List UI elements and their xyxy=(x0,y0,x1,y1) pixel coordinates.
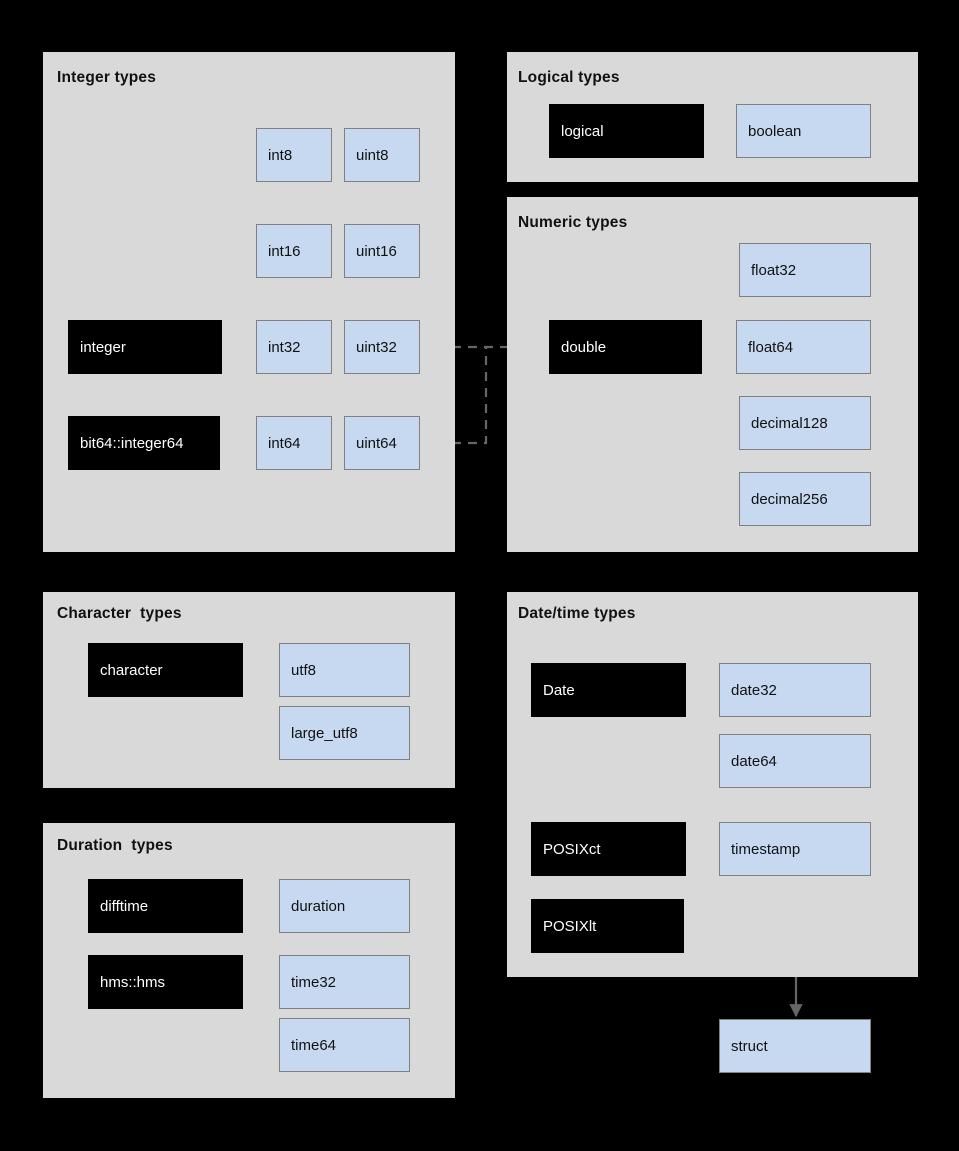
node-label: uint32 xyxy=(356,338,397,356)
node-timestamp[interactable]: timestamp xyxy=(719,822,871,876)
panel-logical-title: Logical types xyxy=(518,69,620,86)
node-label: int32 xyxy=(268,338,301,356)
node-int8[interactable]: int8 xyxy=(256,128,332,182)
node-label: int64 xyxy=(268,434,301,452)
node-label: uint64 xyxy=(356,434,397,452)
node-label: uint8 xyxy=(356,146,389,164)
node-label: timestamp xyxy=(731,840,801,858)
node-label: hms::hms xyxy=(100,973,166,991)
node-boolean[interactable]: boolean xyxy=(736,104,871,158)
node-label: date64 xyxy=(731,752,777,770)
node-label: Date xyxy=(543,681,575,699)
node-label: int8 xyxy=(268,146,293,164)
node-label: POSIXlt xyxy=(543,917,597,935)
node-uint8[interactable]: uint8 xyxy=(344,128,420,182)
node-label: decimal128 xyxy=(751,414,828,432)
node-label: character xyxy=(100,661,163,679)
node-label: difftime xyxy=(100,897,149,915)
node-label: date32 xyxy=(731,681,777,699)
node-label: double xyxy=(561,338,607,356)
node-label: int16 xyxy=(268,242,301,260)
node-label: bit64::integer64 xyxy=(80,434,184,452)
node-integer[interactable]: integer xyxy=(68,320,222,374)
node-decimal128[interactable]: decimal128 xyxy=(739,396,871,450)
node-int64[interactable]: int64 xyxy=(256,416,332,470)
panel-integer-title: Integer types xyxy=(57,69,157,86)
node-posixct[interactable]: POSIXct xyxy=(531,822,686,876)
node-label: time32 xyxy=(291,973,337,991)
node-label: duration xyxy=(291,897,346,915)
node-label: uint16 xyxy=(356,242,397,260)
node-struct[interactable]: struct xyxy=(719,1019,871,1073)
node-label: large_utf8 xyxy=(291,724,358,742)
node-label: boolean xyxy=(748,122,802,140)
node-time32[interactable]: time32 xyxy=(279,955,410,1009)
node-uint64[interactable]: uint64 xyxy=(344,416,420,470)
node-character[interactable]: character xyxy=(88,643,243,697)
panel-numeric-title: Numeric types xyxy=(518,214,628,231)
panel-integer-types xyxy=(43,52,455,552)
node-float32[interactable]: float32 xyxy=(739,243,871,297)
node-int16[interactable]: int16 xyxy=(256,224,332,278)
node-label: utf8 xyxy=(291,661,317,679)
node-label: decimal256 xyxy=(751,490,828,508)
node-label: integer xyxy=(80,338,126,356)
node-uint32[interactable]: uint32 xyxy=(344,320,420,374)
node-uint16[interactable]: uint16 xyxy=(344,224,420,278)
node-label: float64 xyxy=(748,338,794,356)
node-double[interactable]: double xyxy=(549,320,702,374)
node-label: POSIXct xyxy=(543,840,601,858)
node-decimal256[interactable]: decimal256 xyxy=(739,472,871,526)
node-large-utf8[interactable]: large_utf8 xyxy=(279,706,410,760)
node-date64[interactable]: date64 xyxy=(719,734,871,788)
node-utf8[interactable]: utf8 xyxy=(279,643,410,697)
node-hms-hms[interactable]: hms::hms xyxy=(88,955,243,1009)
node-date[interactable]: Date xyxy=(531,663,686,717)
panel-duration-title: Duration types xyxy=(57,837,173,854)
node-date32[interactable]: date32 xyxy=(719,663,871,717)
node-int32[interactable]: int32 xyxy=(256,320,332,374)
panel-datetime-title: Date/time types xyxy=(518,605,636,622)
node-label: time64 xyxy=(291,1036,337,1054)
panel-character-title: Character types xyxy=(57,605,182,622)
node-posixlt[interactable]: POSIXlt xyxy=(531,899,684,953)
node-label: float32 xyxy=(751,261,797,279)
node-duration[interactable]: duration xyxy=(279,879,410,933)
node-float64[interactable]: float64 xyxy=(736,320,871,374)
node-bit64-integer64[interactable]: bit64::integer64 xyxy=(68,416,220,470)
node-logical[interactable]: logical xyxy=(549,104,704,158)
node-label: struct xyxy=(731,1037,768,1055)
node-time64[interactable]: time64 xyxy=(279,1018,410,1072)
node-difftime[interactable]: difftime xyxy=(88,879,243,933)
node-label: logical xyxy=(561,122,604,140)
